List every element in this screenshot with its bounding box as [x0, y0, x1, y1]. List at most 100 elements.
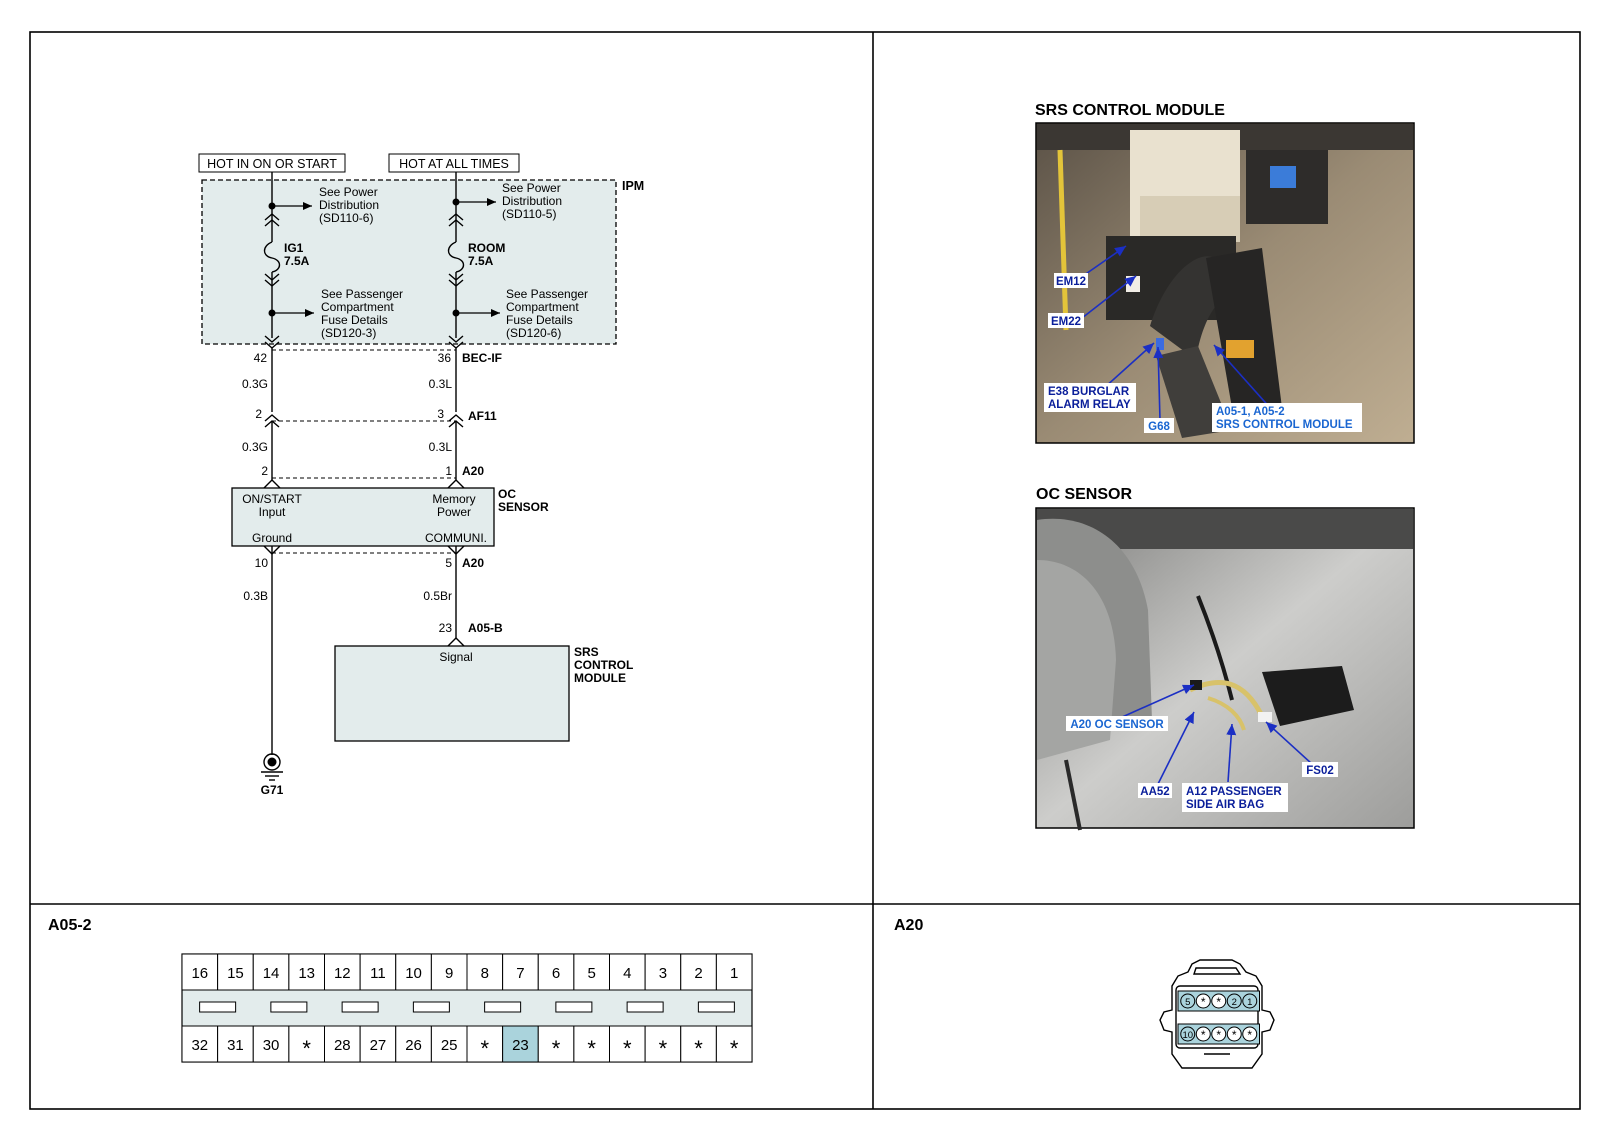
svg-text:10: 10 — [255, 556, 269, 570]
a05-pin-cell — [252, 1025, 290, 1063]
a05-pin-label: 30 — [263, 1037, 280, 1054]
a20-pin-label: 1 — [1247, 997, 1252, 1008]
svg-text:0.3G: 0.3G — [242, 377, 268, 391]
svg-text:5: 5 — [445, 556, 452, 570]
oc-callout-arrows — [1119, 684, 1313, 785]
a05-pin-cell — [609, 1025, 646, 1063]
right-wire — [447, 172, 465, 647]
srs-control-module-label: SRS CONTROL MODULE — [574, 645, 636, 685]
a20-pin-cavity — [1226, 1026, 1242, 1042]
svg-text:A20: A20 — [462, 556, 484, 570]
fuse-ig1-label: IG1 7.5A — [284, 241, 310, 268]
a05-pin-cell — [181, 953, 219, 991]
a05-pin-label: 12 — [334, 965, 351, 982]
hot-all-times-label: HOT AT ALL TIMES — [399, 157, 509, 171]
a05-key-slot — [199, 1001, 237, 1013]
a20-pin-label: * — [1216, 995, 1221, 1009]
svg-text:2: 2 — [255, 407, 262, 421]
a20-pin-cavity — [1195, 1026, 1211, 1042]
a05-pin-cell — [324, 1025, 361, 1063]
a05-key-slot — [555, 1001, 593, 1013]
a05-pin-label: * — [302, 1036, 311, 1061]
a05-pin-cell — [573, 1025, 610, 1063]
a05-pin-label: 13 — [298, 965, 315, 982]
left-fuse-ref: See Passenger Compartment Fuse Details (… — [321, 287, 406, 340]
connector-links — [272, 349, 456, 554]
a05-pin-cell — [324, 953, 361, 991]
a05-key-slot — [341, 1001, 379, 1013]
hot-all-times-box — [388, 153, 520, 173]
a05-pin-label: * — [694, 1036, 703, 1061]
a05-pin-label: 14 — [263, 965, 280, 982]
a05-pin-cell — [252, 953, 290, 991]
hot-on-start-label: HOT IN ON OR START — [207, 157, 337, 171]
a05-pin-label: 15 — [227, 965, 244, 982]
srs-callouts: EM12 EM22 E38 BURGLAR ALARM RELAY G68 A0… — [1044, 273, 1362, 433]
svg-text:0.3L: 0.3L — [429, 377, 453, 391]
sheet-frame — [29, 31, 1581, 1110]
svg-text:Memory: Memory — [432, 492, 475, 506]
a20-pin-label: * — [1201, 1028, 1206, 1042]
a12-callout: A12 PASSENGER SIDE AIR BAG — [1186, 786, 1285, 811]
a20-pin-label: 2 — [1232, 997, 1237, 1008]
svg-text:G68: G68 — [1148, 421, 1170, 433]
svg-text:0.5Br: 0.5Br — [423, 589, 452, 603]
a05-pin-label: 11 — [370, 965, 386, 982]
a05-pin-label: * — [659, 1036, 668, 1061]
a05-pin-label: 26 — [405, 1037, 422, 1054]
a05-pin-cell — [644, 953, 682, 991]
a05-pin-cell — [288, 953, 325, 991]
connector-a20-housing — [1159, 959, 1275, 1069]
a05-pin-label: 10 — [405, 965, 422, 982]
srs-callout-arrows — [1079, 245, 1273, 421]
a20-pin-cavity — [1211, 1026, 1227, 1042]
svg-text:2: 2 — [261, 464, 268, 478]
a05-pin-label: 4 — [623, 965, 631, 982]
a05-pin-cell — [430, 1025, 468, 1063]
schematic: HOT IN ON OR START HOT AT ALL TIMES IPM — [198, 153, 644, 797]
a20-pin-label: * — [1201, 995, 1206, 1009]
oc-sensor-box — [231, 487, 495, 547]
a20-pin-label: * — [1216, 1028, 1221, 1042]
a05-key-slot — [697, 1001, 735, 1013]
a05-pin-cell — [395, 1025, 432, 1063]
a05-pin-cell — [430, 953, 468, 991]
a05-pin-label: 6 — [552, 965, 560, 982]
a05-pin-cell — [573, 953, 610, 991]
a20-pin-cavity — [1180, 993, 1196, 1009]
a05-pin-label: 28 — [334, 1037, 351, 1054]
a05-pin-cell — [715, 1025, 753, 1063]
a05-pin-label: 16 — [191, 965, 208, 982]
a05-pin-label: 3 — [659, 965, 667, 982]
a20-pin-cavity — [1195, 993, 1211, 1009]
pin-labels: 42 36 BEC-IF 0.3G 0.3L 2 3 AF11 0.3G 0.3… — [242, 351, 503, 635]
a05-pin-label: 2 — [694, 965, 702, 982]
a05-pin-cell — [537, 1025, 575, 1063]
svg-text:0.3L: 0.3L — [429, 440, 453, 454]
svg-text:Power: Power — [437, 505, 471, 519]
svg-text:EM12: EM12 — [1056, 276, 1086, 288]
a05-pin-label: 8 — [481, 965, 489, 982]
a05-pin-label: 32 — [191, 1037, 208, 1054]
a20-pin-cavity — [1211, 993, 1227, 1009]
svg-text:0.3B: 0.3B — [243, 589, 268, 603]
a05-pin-label: * — [623, 1036, 632, 1061]
a05-pin-label: * — [481, 1036, 490, 1061]
srs-signal-pin: Signal — [439, 650, 472, 664]
svg-text:3: 3 — [437, 407, 444, 421]
a05-pin-label: * — [587, 1036, 596, 1061]
right-fuse-ref: See Passenger Compartment Fuse Details (… — [506, 287, 591, 340]
a05-pin-cell — [502, 1025, 539, 1063]
a20-pin-label: 5 — [1185, 997, 1190, 1008]
a20-pin-label: * — [1247, 1028, 1252, 1042]
right-power-ref: See Power Distribution (SD110-5) — [502, 181, 565, 221]
a20-pin-cavity — [1242, 993, 1258, 1009]
svg-text:BEC-IF: BEC-IF — [462, 351, 502, 365]
a05-pin-cell — [537, 953, 575, 991]
a05-pin-cell — [217, 1025, 254, 1063]
svg-text:AA52: AA52 — [1140, 786, 1169, 798]
svg-text:A05-B: A05-B — [468, 621, 503, 635]
